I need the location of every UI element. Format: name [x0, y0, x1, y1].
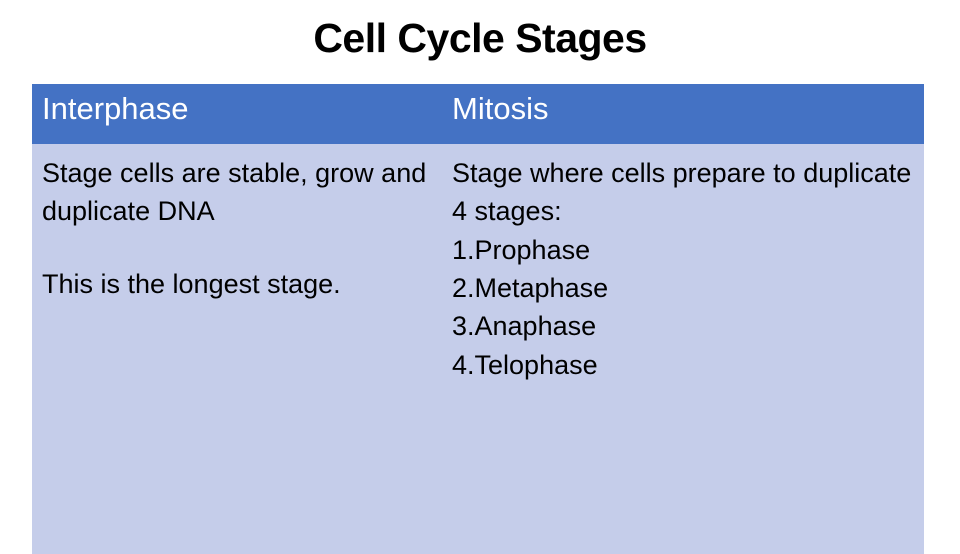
table-header-interphase: Interphase: [32, 84, 442, 144]
table-cell-interphase: Stage cells are stable, grow and duplica…: [32, 144, 442, 554]
interphase-paragraph-2: This is the longest stage.: [42, 268, 341, 299]
table-cell-mitosis: Stage where cells prepare to duplicate 4…: [442, 144, 924, 554]
table-header-row: Interphase Mitosis: [32, 84, 924, 144]
mitosis-paragraph-1: Stage where cells prepare to duplicate 4…: [452, 158, 912, 380]
page-title: Cell Cycle Stages: [313, 15, 647, 61]
cell-cycle-table: Interphase Mitosis Stage cells are stabl…: [32, 84, 924, 554]
slide: Cell Cycle Stages Interphase Mitosis Sta…: [32, 15, 924, 554]
table-row: Stage cells are stable, grow and duplica…: [32, 144, 924, 554]
paragraph-spacer: [42, 231, 432, 265]
content-table-container: Interphase Mitosis Stage cells are stabl…: [32, 84, 924, 554]
interphase-paragraph-1: Stage cells are stable, grow and duplica…: [42, 158, 434, 227]
table-header-mitosis: Mitosis: [442, 84, 924, 144]
